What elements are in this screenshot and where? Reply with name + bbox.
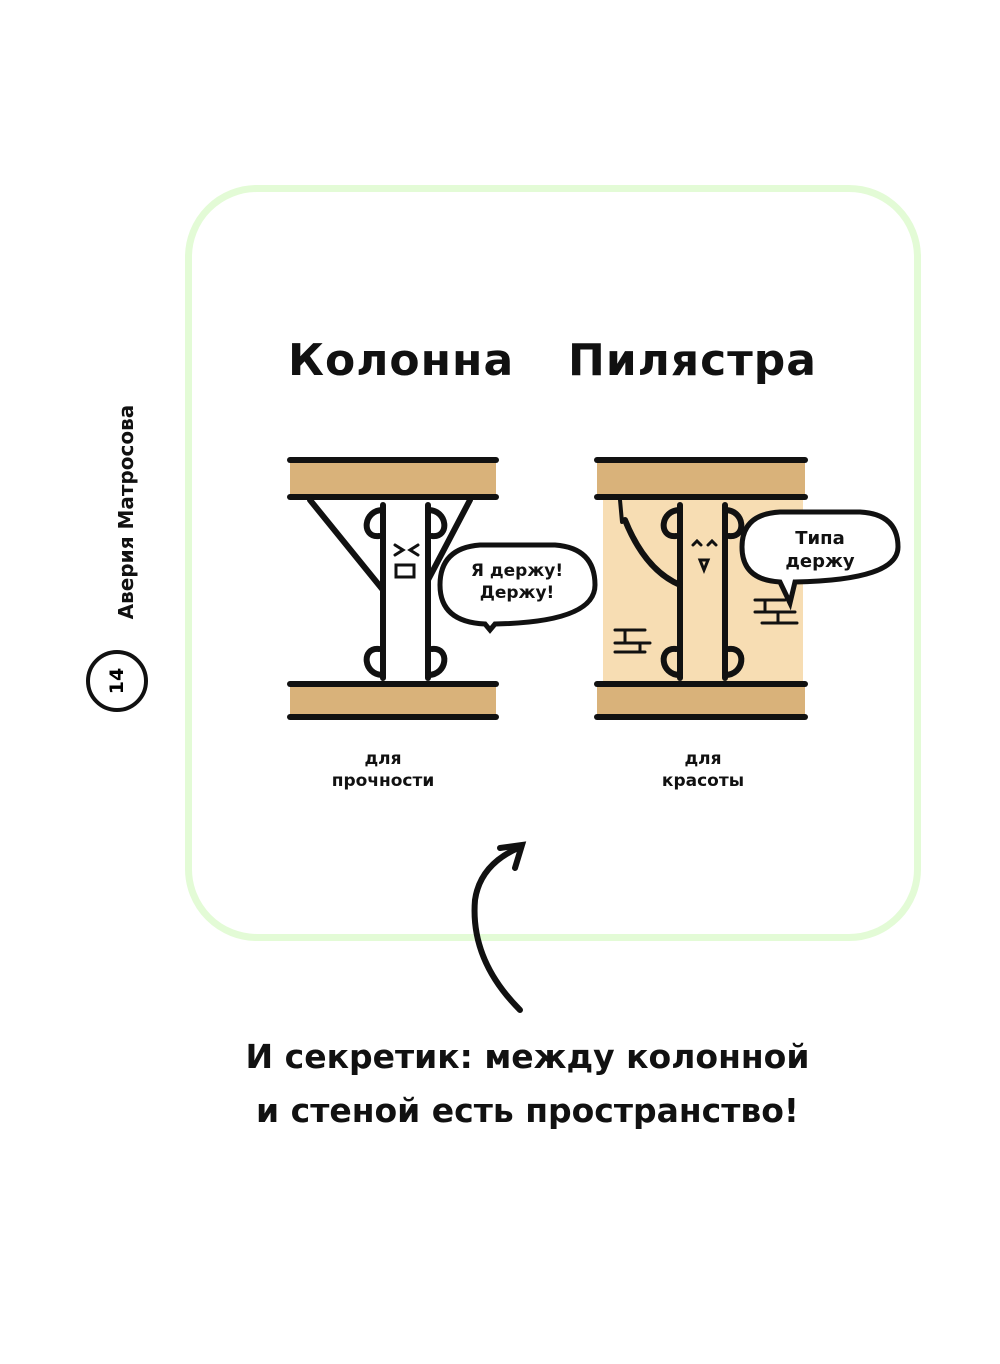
bottom-note-line1: И секретик: между колонной bbox=[245, 1037, 810, 1076]
bubble-column-line2: Держу! bbox=[480, 583, 555, 603]
bottom-note: И секретик: между колонной и стеной есть… bbox=[0, 1030, 1000, 1138]
caption-pilaster-line2: красоты bbox=[661, 771, 745, 791]
bottom-note-line2: и стеной есть пространство! bbox=[256, 1091, 799, 1130]
speech-bubble-pilaster bbox=[739, 509, 901, 611]
curved-arrow-icon bbox=[471, 845, 523, 1013]
caption-column-line2: прочности bbox=[331, 771, 435, 791]
bubble-pilaster-line1: Типа bbox=[795, 528, 844, 549]
column-illustration bbox=[287, 457, 499, 720]
title-pilaster: Пилястра bbox=[568, 335, 817, 386]
bubble-column-line1: Я держу! bbox=[471, 561, 563, 581]
pilaster-illustration bbox=[594, 457, 808, 720]
speech-bubble-column bbox=[437, 542, 598, 634]
caption-pilaster-line1: для bbox=[684, 749, 722, 769]
caption-column: для прочности bbox=[283, 748, 483, 792]
title-column: Колонна bbox=[288, 335, 515, 386]
caption-column-line1: для bbox=[364, 749, 402, 769]
content-frame bbox=[185, 185, 921, 941]
caption-pilaster: для красоты bbox=[603, 748, 803, 792]
bubble-pilaster-line2: держу bbox=[785, 551, 855, 572]
